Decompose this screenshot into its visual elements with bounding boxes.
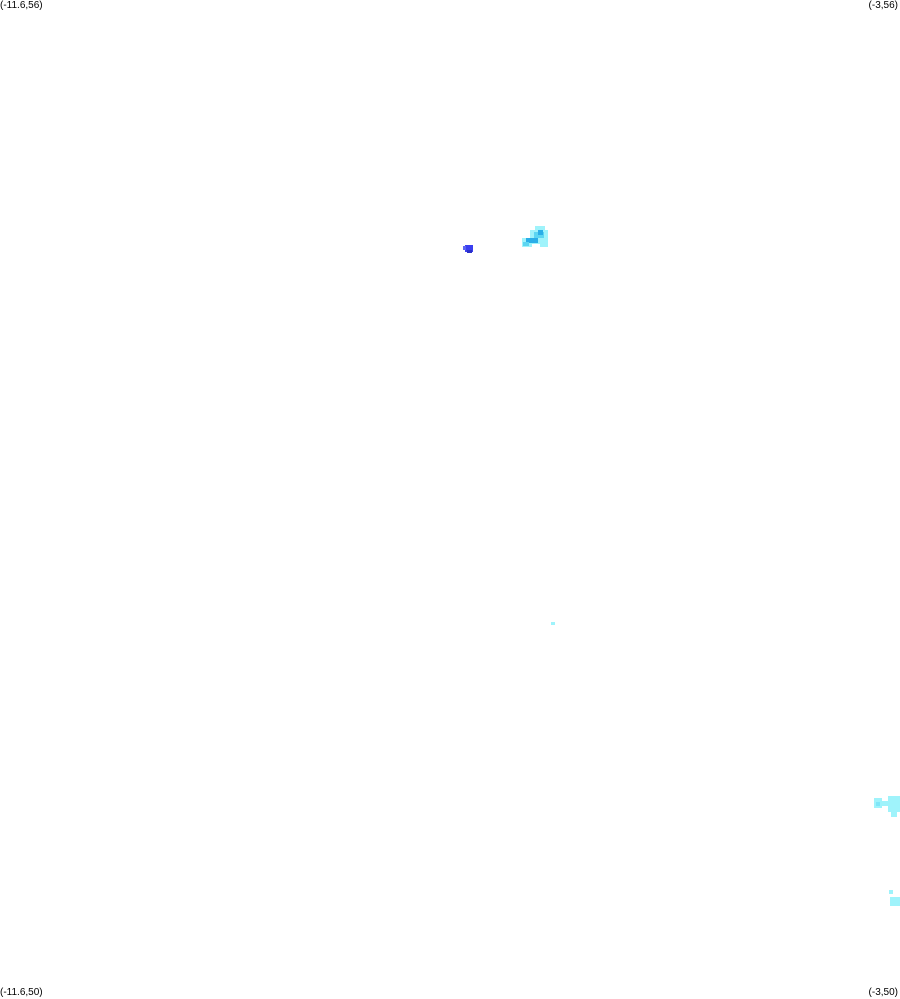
cell-pixel — [538, 230, 543, 235]
cell-pixel — [463, 246, 466, 250]
cell-pixel — [526, 238, 538, 243]
cell-pixel — [465, 245, 473, 252]
precipitation-cell-speck — [551, 622, 555, 625]
cell-pixel — [876, 802, 880, 806]
cell-pixel — [467, 250, 472, 253]
cell-pixel — [551, 622, 555, 625]
cell-pixel — [889, 890, 893, 894]
corner-coordinate-bottom-right: (-3,50) — [868, 987, 898, 998]
precipitation-cell-right-edge-lower — [889, 890, 900, 906]
precipitation-cell-cyan-cluster — [522, 226, 548, 247]
cell-pixel — [540, 240, 548, 247]
precipitation-cell-right-edge-upper — [874, 796, 900, 817]
cell-pixel — [890, 897, 900, 906]
corner-coordinate-top-right: (-3,56) — [868, 0, 898, 11]
corner-coordinate-bottom-left: (-11.6,50) — [0, 987, 43, 998]
corner-coordinate-top-left: (-11.6,56) — [0, 0, 43, 11]
precipitation-cell-small-blue — [463, 245, 473, 253]
cell-pixel — [880, 801, 890, 806]
cell-pixel — [523, 242, 529, 246]
cell-pixel — [535, 226, 545, 232]
cell-pixel — [888, 796, 900, 812]
cell-pixel — [891, 810, 897, 817]
